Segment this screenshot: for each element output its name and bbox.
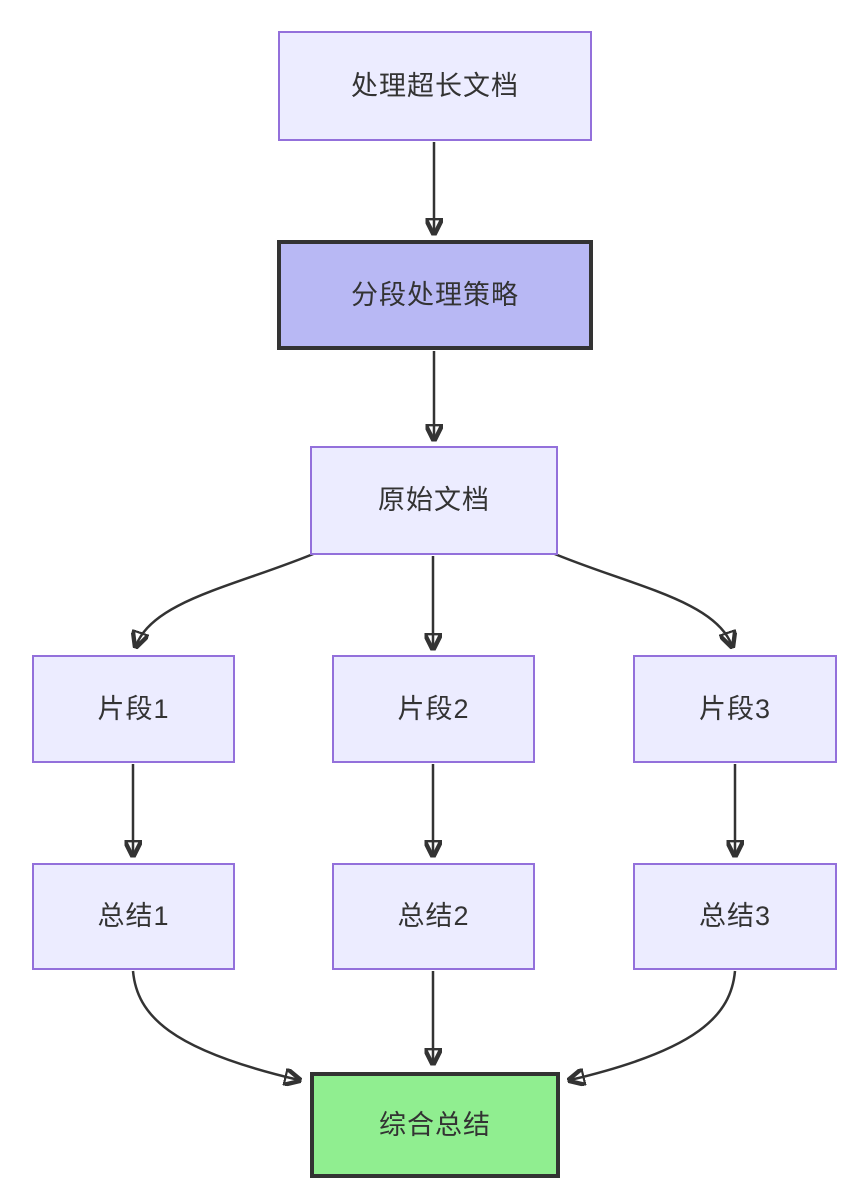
edge-C-D1 — [136, 550, 319, 646]
node-label: 处理超长文档 — [351, 70, 519, 101]
edge-C-D3 — [549, 550, 732, 646]
node-fragment-1: 片段1 — [32, 655, 235, 763]
node-label: 片段1 — [97, 693, 170, 724]
node-label: 总结2 — [397, 901, 470, 932]
node-fragment-2: 片段2 — [332, 655, 535, 763]
node-label: 综合总结 — [379, 1109, 491, 1140]
node-summary-3: 总结3 — [633, 863, 837, 970]
node-label: 片段2 — [397, 693, 470, 724]
node-label: 总结1 — [97, 901, 170, 932]
node-fragment-3: 片段3 — [633, 655, 837, 763]
node-label: 原始文档 — [378, 485, 490, 516]
node-process-long-doc: 处理超长文档 — [278, 31, 592, 141]
node-summary-2: 总结2 — [332, 863, 535, 970]
node-label: 片段3 — [698, 693, 772, 724]
node-combined-summary: 综合总结 — [310, 1072, 560, 1178]
edge-E1-F — [131, 970, 299, 1080]
node-original-doc: 原始文档 — [310, 446, 558, 555]
edge-E3-F — [570, 970, 737, 1080]
node-label: 分段处理策略 — [351, 279, 519, 310]
node-segmentation-strategy: 分段处理策略 — [277, 240, 593, 350]
node-summary-1: 总结1 — [32, 863, 235, 970]
node-label: 总结3 — [698, 901, 772, 932]
